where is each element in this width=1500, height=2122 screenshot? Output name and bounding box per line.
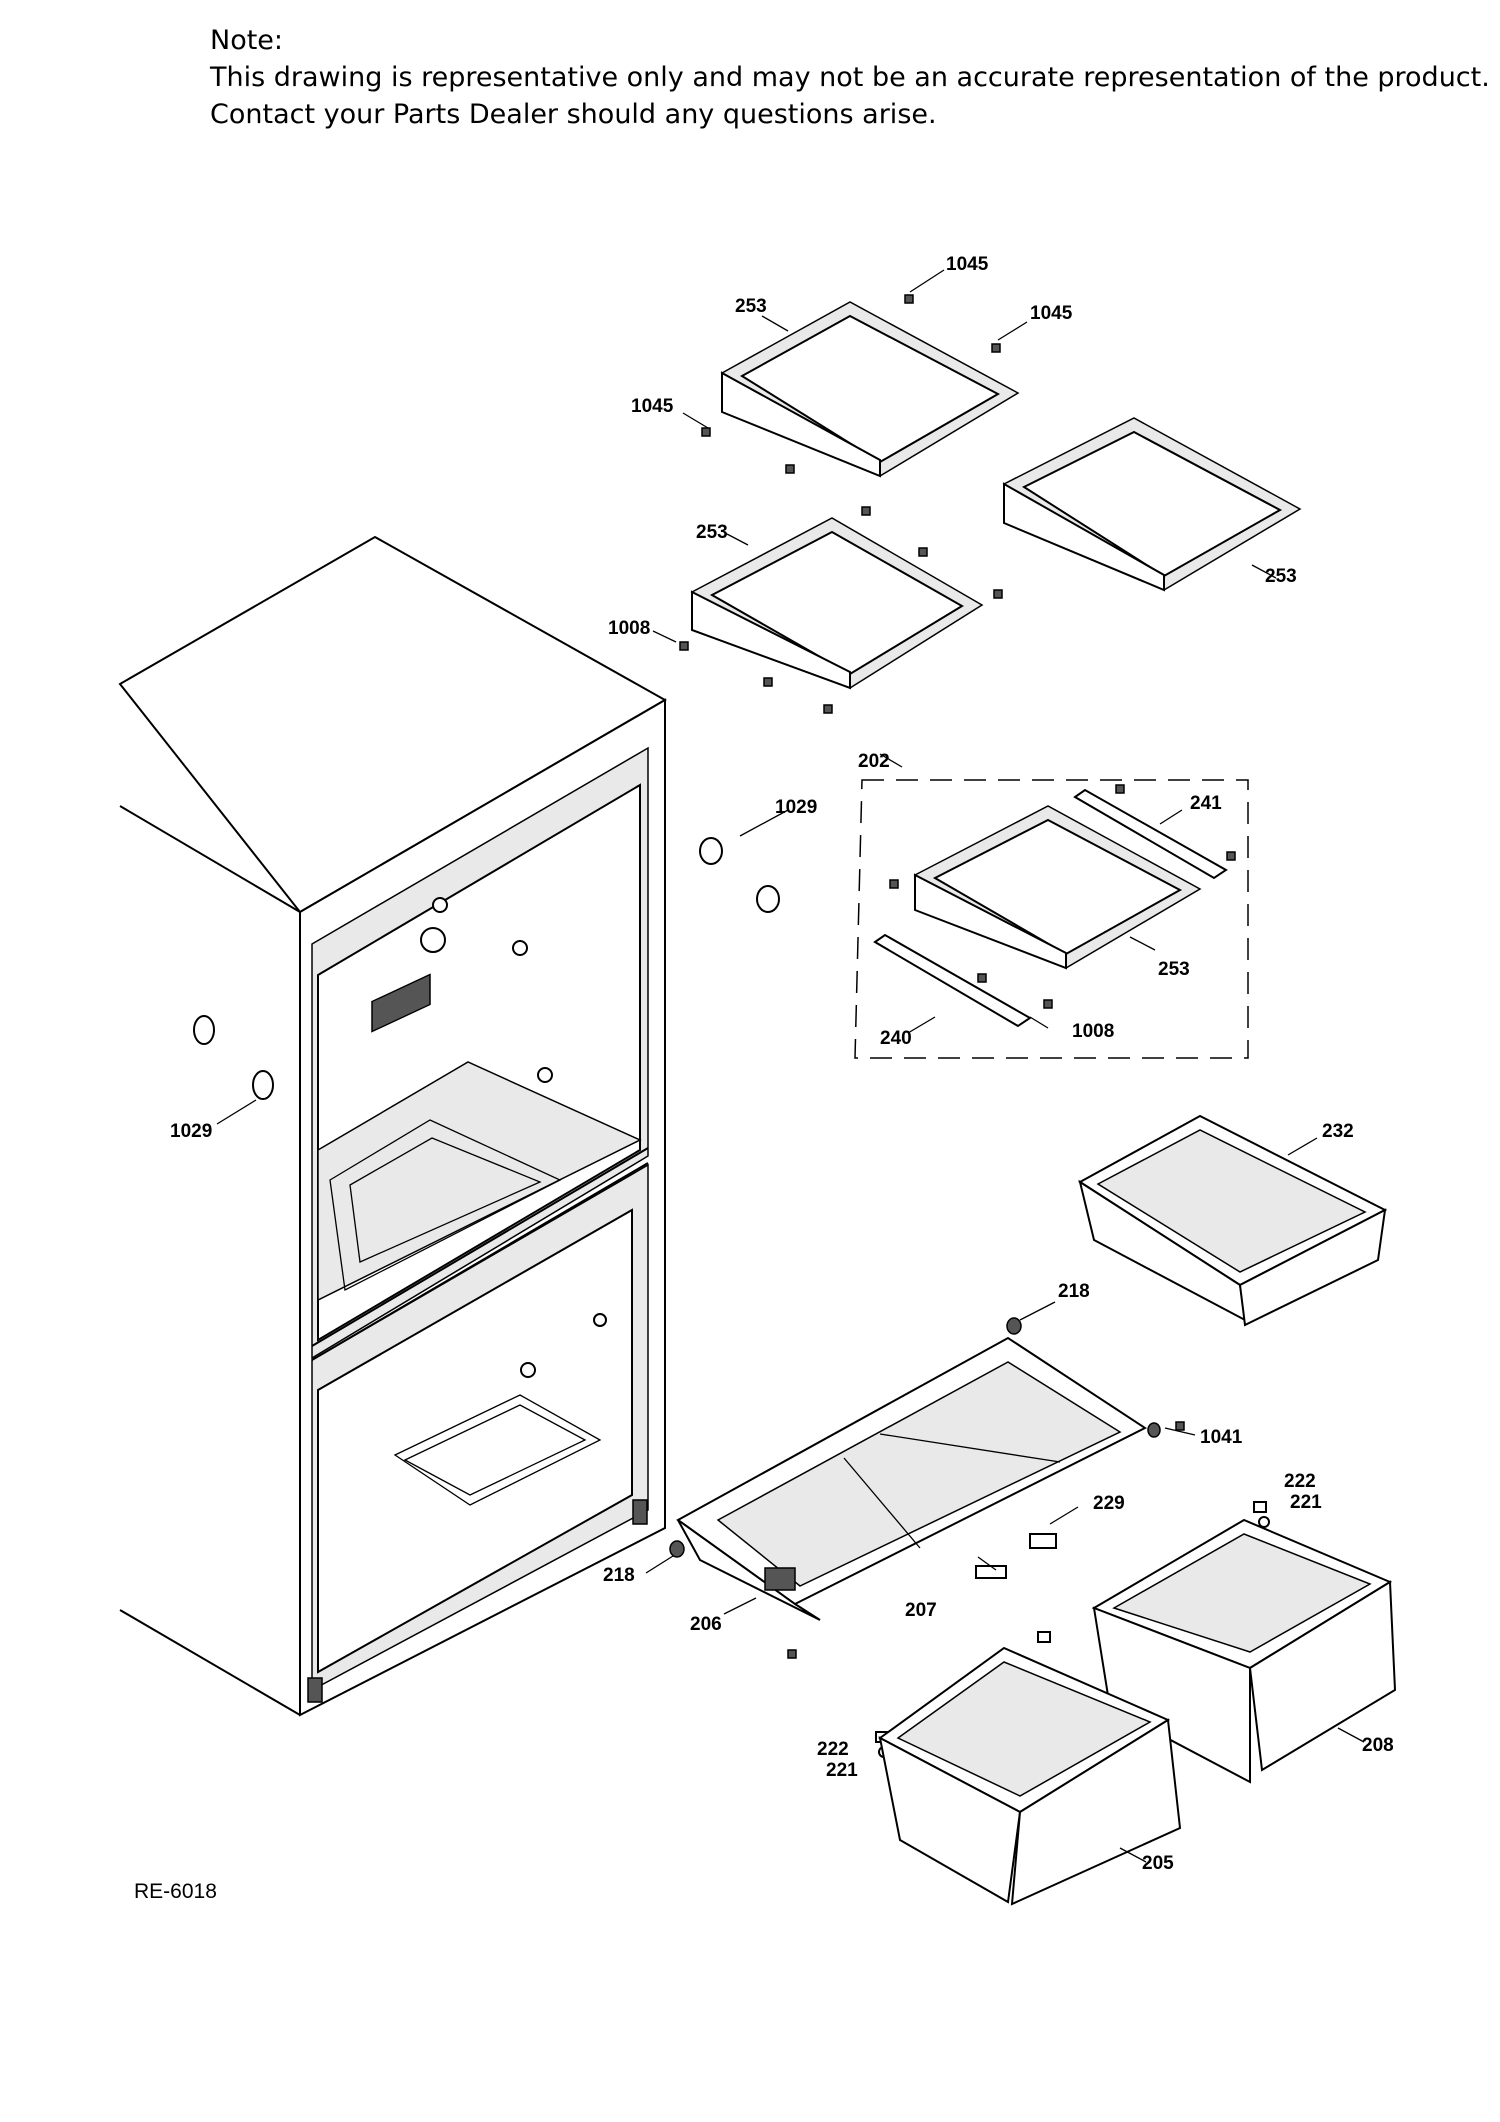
note-line-2: Contact your Parts Dealer should any que… <box>210 99 937 130</box>
crisper-bin-205 <box>878 1646 1182 1906</box>
callout-1029-right: 1029 <box>775 797 817 818</box>
crisper-bin-208 <box>1091 1518 1397 1784</box>
callout-240: 240 <box>880 1028 912 1049</box>
callout-229: 229 <box>1093 1493 1125 1514</box>
callout-253-top: 253 <box>735 296 767 317</box>
callout-221-right: 221 <box>1290 1492 1322 1513</box>
callout-218-upper: 218 <box>1058 1281 1090 1302</box>
crisper-cover-206 <box>676 1336 1147 1621</box>
shelf-253-middle <box>690 517 984 690</box>
callout-1045-right: 1045 <box>1030 303 1073 324</box>
shelf-253-top <box>720 301 1020 478</box>
callout-232: 232 <box>1322 1121 1354 1142</box>
note-block: Note: This drawing is representative onl… <box>210 22 1490 133</box>
callout-218-lower: 218 <box>603 1565 635 1586</box>
callout-207: 207 <box>905 1600 937 1621</box>
callout-labels: 1045 253 1045 1045 253 253 1008 202 1029… <box>170 254 1394 1874</box>
callout-222-left: 222 <box>817 1739 849 1760</box>
leader-lines <box>216 269 1365 1863</box>
knob-1029-left <box>193 1015 274 1100</box>
screws <box>679 294 1236 1659</box>
callout-205: 205 <box>1142 1853 1174 1874</box>
callout-253-middle: 253 <box>696 522 728 543</box>
callout-1008-upper: 1008 <box>608 618 650 639</box>
callout-1008-lower: 1008 <box>1072 1021 1114 1042</box>
callout-253-assembly: 253 <box>1158 959 1190 980</box>
knob-1029-right <box>699 837 780 913</box>
callout-208: 208 <box>1362 1735 1394 1756</box>
diagram-code: RE-6018 <box>134 1880 217 1903</box>
callout-1045-top: 1045 <box>946 254 989 275</box>
callout-1045-left: 1045 <box>631 396 674 417</box>
callout-253-right: 253 <box>1265 566 1297 587</box>
drawer-232 <box>1078 1114 1388 1327</box>
callout-1041: 1041 <box>1200 1427 1243 1448</box>
callout-206: 206 <box>690 1614 722 1635</box>
callout-221-left: 221 <box>826 1760 858 1781</box>
shelf-assembly-202 <box>854 779 1249 1059</box>
callout-202: 202 <box>858 751 890 772</box>
shelf-253-right <box>1002 417 1302 592</box>
note-line-1: This drawing is representative only and … <box>210 62 1490 93</box>
callout-222-right: 222 <box>1284 1471 1316 1492</box>
callout-1029-left: 1029 <box>170 1121 212 1142</box>
refrigerator-cabinet <box>118 535 668 1717</box>
callout-241: 241 <box>1190 793 1222 814</box>
note-heading: Note: <box>210 25 284 56</box>
